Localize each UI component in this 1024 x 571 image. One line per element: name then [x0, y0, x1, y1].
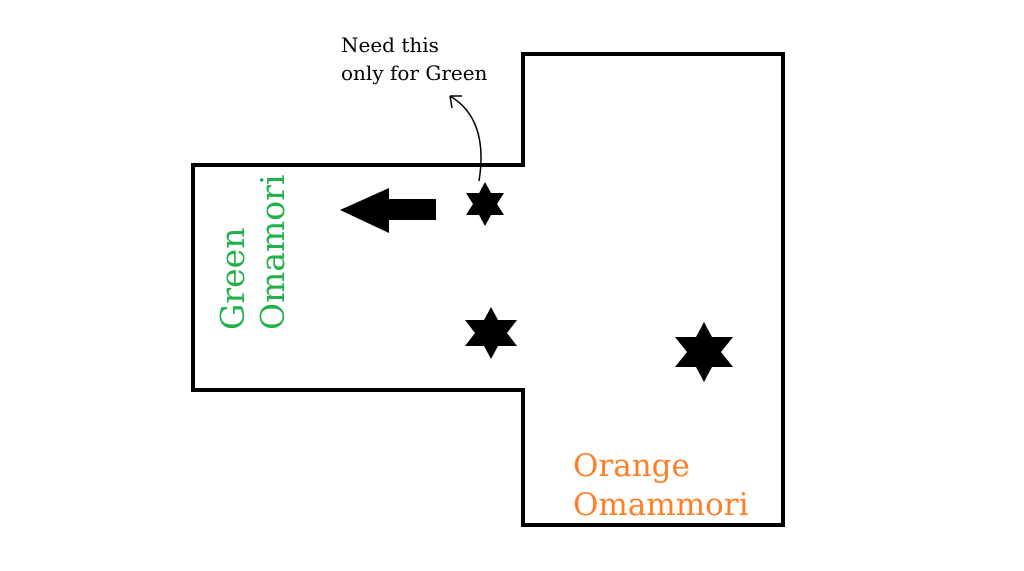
- star-icon: [465, 307, 517, 359]
- curved-arrow-icon: [449, 95, 482, 182]
- svg-text:Orange Omammori: Orange Omammori: [573, 448, 749, 523]
- annotation-line2: only for Green: [341, 61, 488, 85]
- star-icon: [675, 322, 733, 382]
- green-label-line1-rot: Green: [213, 228, 252, 330]
- svg-text:Need this only for Green: Need this only for Green: [341, 33, 488, 85]
- annotation-line1: Need this: [341, 33, 439, 57]
- star-icon: [466, 182, 504, 226]
- room-outline: [191, 52, 785, 527]
- orange-label-line2: Omammori: [573, 487, 749, 523]
- green-label-line2: Omamori: [253, 174, 292, 330]
- orange-label-line1: Orange: [573, 448, 690, 484]
- arrow-left-icon: [340, 188, 436, 233]
